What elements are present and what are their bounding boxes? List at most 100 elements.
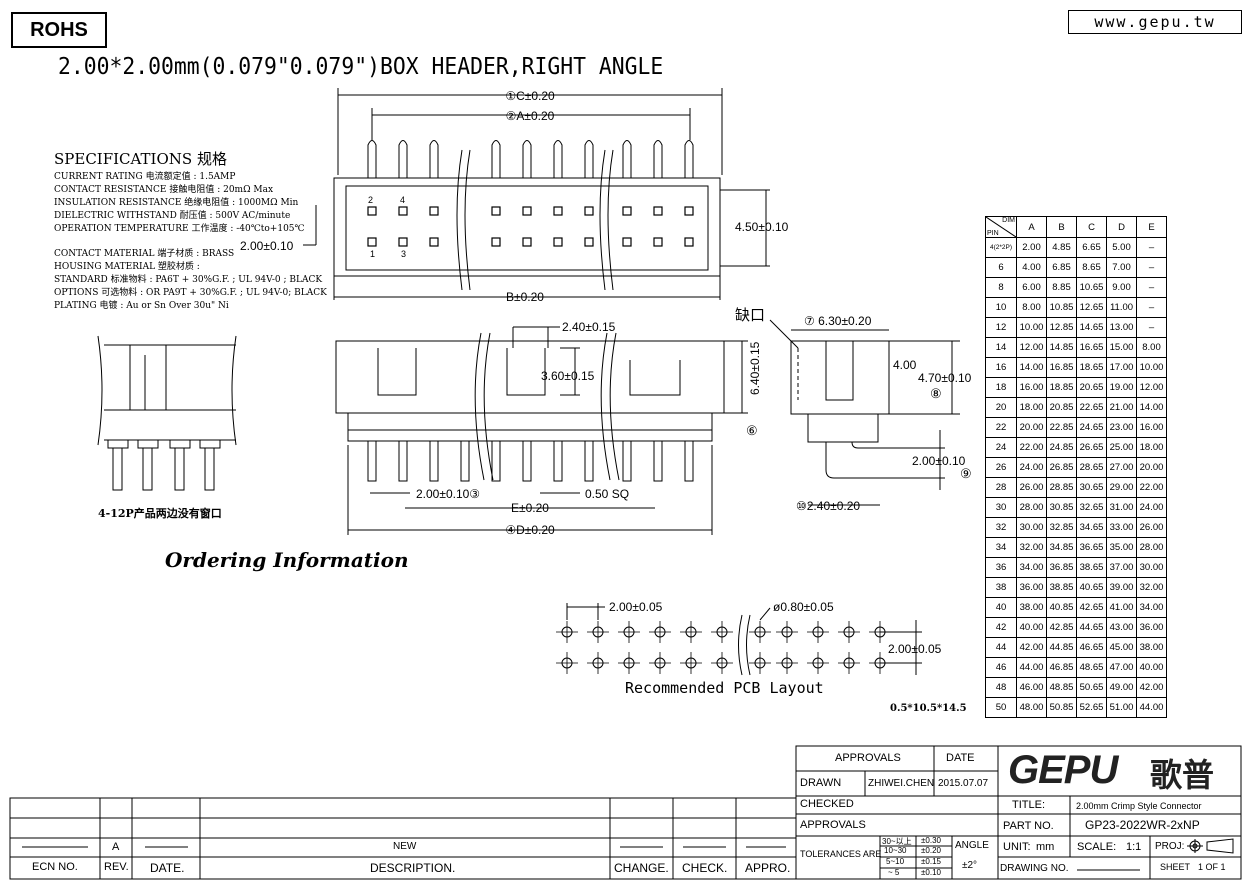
- pin-count-cell: 4(2*2P): [985, 237, 1017, 258]
- dim-slot-label: 2.40±0.15: [562, 320, 616, 334]
- dimension-cell: 40.00: [1016, 617, 1047, 638]
- dim-tail-label: ⑩2.40±0.20: [796, 499, 860, 513]
- dimension-cell: 6.00: [1016, 277, 1047, 298]
- dimension-cell: 30.00: [1016, 517, 1047, 538]
- drawn-date: 2015.07.07: [938, 778, 989, 789]
- pin-count-cell: 44: [985, 637, 1017, 658]
- pin-count-cell: 22: [985, 417, 1017, 438]
- scale-label: SCALE:: [1077, 841, 1117, 853]
- dimension-cell: 26.85: [1046, 457, 1077, 478]
- dimension-cell: 17.00: [1106, 357, 1137, 378]
- dimension-cell: 45.00: [1106, 637, 1137, 658]
- spec-line: CONTACT RESISTANCE 接触电阻值 : 20mΩ Max: [54, 185, 274, 195]
- dimension-cell: 36.85: [1046, 557, 1077, 578]
- part-no-value: GP23-2022WR-2xNP: [1085, 818, 1200, 832]
- dimension-cell: 20.65: [1076, 377, 1107, 398]
- spec-line: OPERATION TEMPERATURE 工作温度 : -40℃to+105℃: [54, 224, 305, 234]
- dimension-cell: 32.00: [1136, 577, 1167, 598]
- dimension-cell: 38.00: [1016, 597, 1047, 618]
- gepu-logo: GEPU: [1008, 748, 1118, 792]
- dimension-cell: 44.65: [1076, 617, 1107, 638]
- dimension-cell: 37.00: [1106, 557, 1137, 578]
- dimension-cell: 14.00: [1136, 397, 1167, 418]
- dimension-cell: 40.85: [1046, 597, 1077, 618]
- dimension-cell: 30.65: [1076, 477, 1107, 498]
- pcb-layout: 2.00±0.05 ø0.80±0.05 2.00±0.05: [556, 600, 942, 676]
- table-header-row: DIM PIN A B C D E: [985, 216, 1167, 238]
- dim-sq-label: 0.50 SQ: [585, 487, 629, 501]
- description-value: NEW: [393, 841, 417, 852]
- dimension-cell: 44.00: [1136, 697, 1167, 718]
- pin-label: 2: [368, 195, 373, 205]
- rohs-badge: ROHS: [11, 12, 107, 48]
- column-header: B: [1046, 216, 1077, 238]
- pin-count-cell: 20: [985, 397, 1017, 418]
- dimension-cell: 44.00: [1016, 657, 1047, 678]
- angle-value: ±2°: [962, 860, 978, 871]
- pin-count-cell: 16: [985, 357, 1017, 378]
- dimension-cell: 19.00: [1106, 377, 1137, 398]
- dimension-cell: 18.00: [1136, 437, 1167, 458]
- dimension-cell: 4.85: [1046, 237, 1077, 258]
- dimension-cell: 26.00: [1136, 517, 1167, 538]
- pin-count-cell: 18: [985, 377, 1017, 398]
- dimension-cell: 40.65: [1076, 577, 1107, 598]
- dimension-cell: 34.00: [1136, 597, 1167, 618]
- rev-header: REV.: [104, 861, 129, 873]
- table-corner-cell: DIM PIN: [985, 216, 1017, 238]
- column-header: D: [1106, 216, 1137, 238]
- proj-label: PROJ:: [1155, 841, 1185, 852]
- dim-pitch-label: 2.00±0.10③: [416, 487, 480, 501]
- appro-header: APPRO.: [745, 861, 791, 875]
- unit-value: mm: [1036, 841, 1055, 853]
- ecn-header: ECN NO.: [32, 861, 78, 873]
- dimension-cell: –: [1136, 257, 1167, 278]
- dimension-cell: 31.00: [1106, 497, 1137, 518]
- board-dimension: 0.5*10.5*14.5: [890, 703, 967, 714]
- spec-line: STANDARD 标准物料 : PA6T + 30%G.F. ; UL 94V-…: [54, 275, 323, 285]
- website-label[interactable]: www.gepu.tw: [1068, 10, 1242, 34]
- front-view: 2.40±0.15 3.60±0.15 ⑥ 2.00±0.10③ 0.50 SQ…: [335, 320, 762, 537]
- dimension-cell: 29.00: [1106, 477, 1137, 498]
- dimension-cell: 42.85: [1046, 617, 1077, 638]
- tolerance-value: ±0.30: [921, 836, 941, 845]
- dimension-cell: 28.65: [1076, 457, 1107, 478]
- spec-line: HOUSING MATERIAL 塑胶材质 :: [54, 262, 200, 272]
- drawing-title: 2.00*2.00mm(0.079"0.079")BOX HEADER,RIGH…: [58, 54, 664, 80]
- dimension-cell: 28.85: [1046, 477, 1077, 498]
- key-label: 缺口: [735, 307, 765, 324]
- dimension-cell: 6.65: [1076, 237, 1107, 258]
- drawn-label: DRAWN: [800, 777, 842, 789]
- pin-count-cell: 34: [985, 537, 1017, 558]
- tolerances-label: TOLERANCES ARE: [800, 849, 882, 859]
- dimension-cell: 24.85: [1046, 437, 1077, 458]
- angle-label: ANGLE: [955, 840, 989, 851]
- dimension-cell: 12.00: [1136, 377, 1167, 398]
- sheet-label: SHEET: [1160, 862, 1191, 872]
- dimension-cell: 8.85: [1046, 277, 1077, 298]
- dimension-cell: 22.65: [1076, 397, 1107, 418]
- dim-height-label: 4.70±0.10: [918, 371, 972, 385]
- pin-count-cell: 10: [985, 297, 1017, 318]
- dimension-cell: 52.65: [1076, 697, 1107, 718]
- dimension-cell: 18.00: [1016, 397, 1047, 418]
- ordering-information: Ordering Information: [165, 548, 409, 572]
- drawing-no-label: DRAWING NO.: [1000, 863, 1069, 874]
- dimension-cell: 24.00: [1016, 457, 1047, 478]
- dimension-cell: 36.65: [1076, 537, 1107, 558]
- dimension-cell: 28.00: [1136, 537, 1167, 558]
- dimension-cell: 49.00: [1106, 677, 1137, 698]
- tolerance-range: 30~以上: [882, 837, 912, 846]
- dimension-cell: 7.00: [1106, 257, 1137, 278]
- pin-label: 4: [400, 195, 405, 205]
- tolerance-value: ±0.20: [921, 846, 941, 855]
- dimension-cell: 38.65: [1076, 557, 1107, 578]
- pin-count-cell: 36: [985, 557, 1017, 578]
